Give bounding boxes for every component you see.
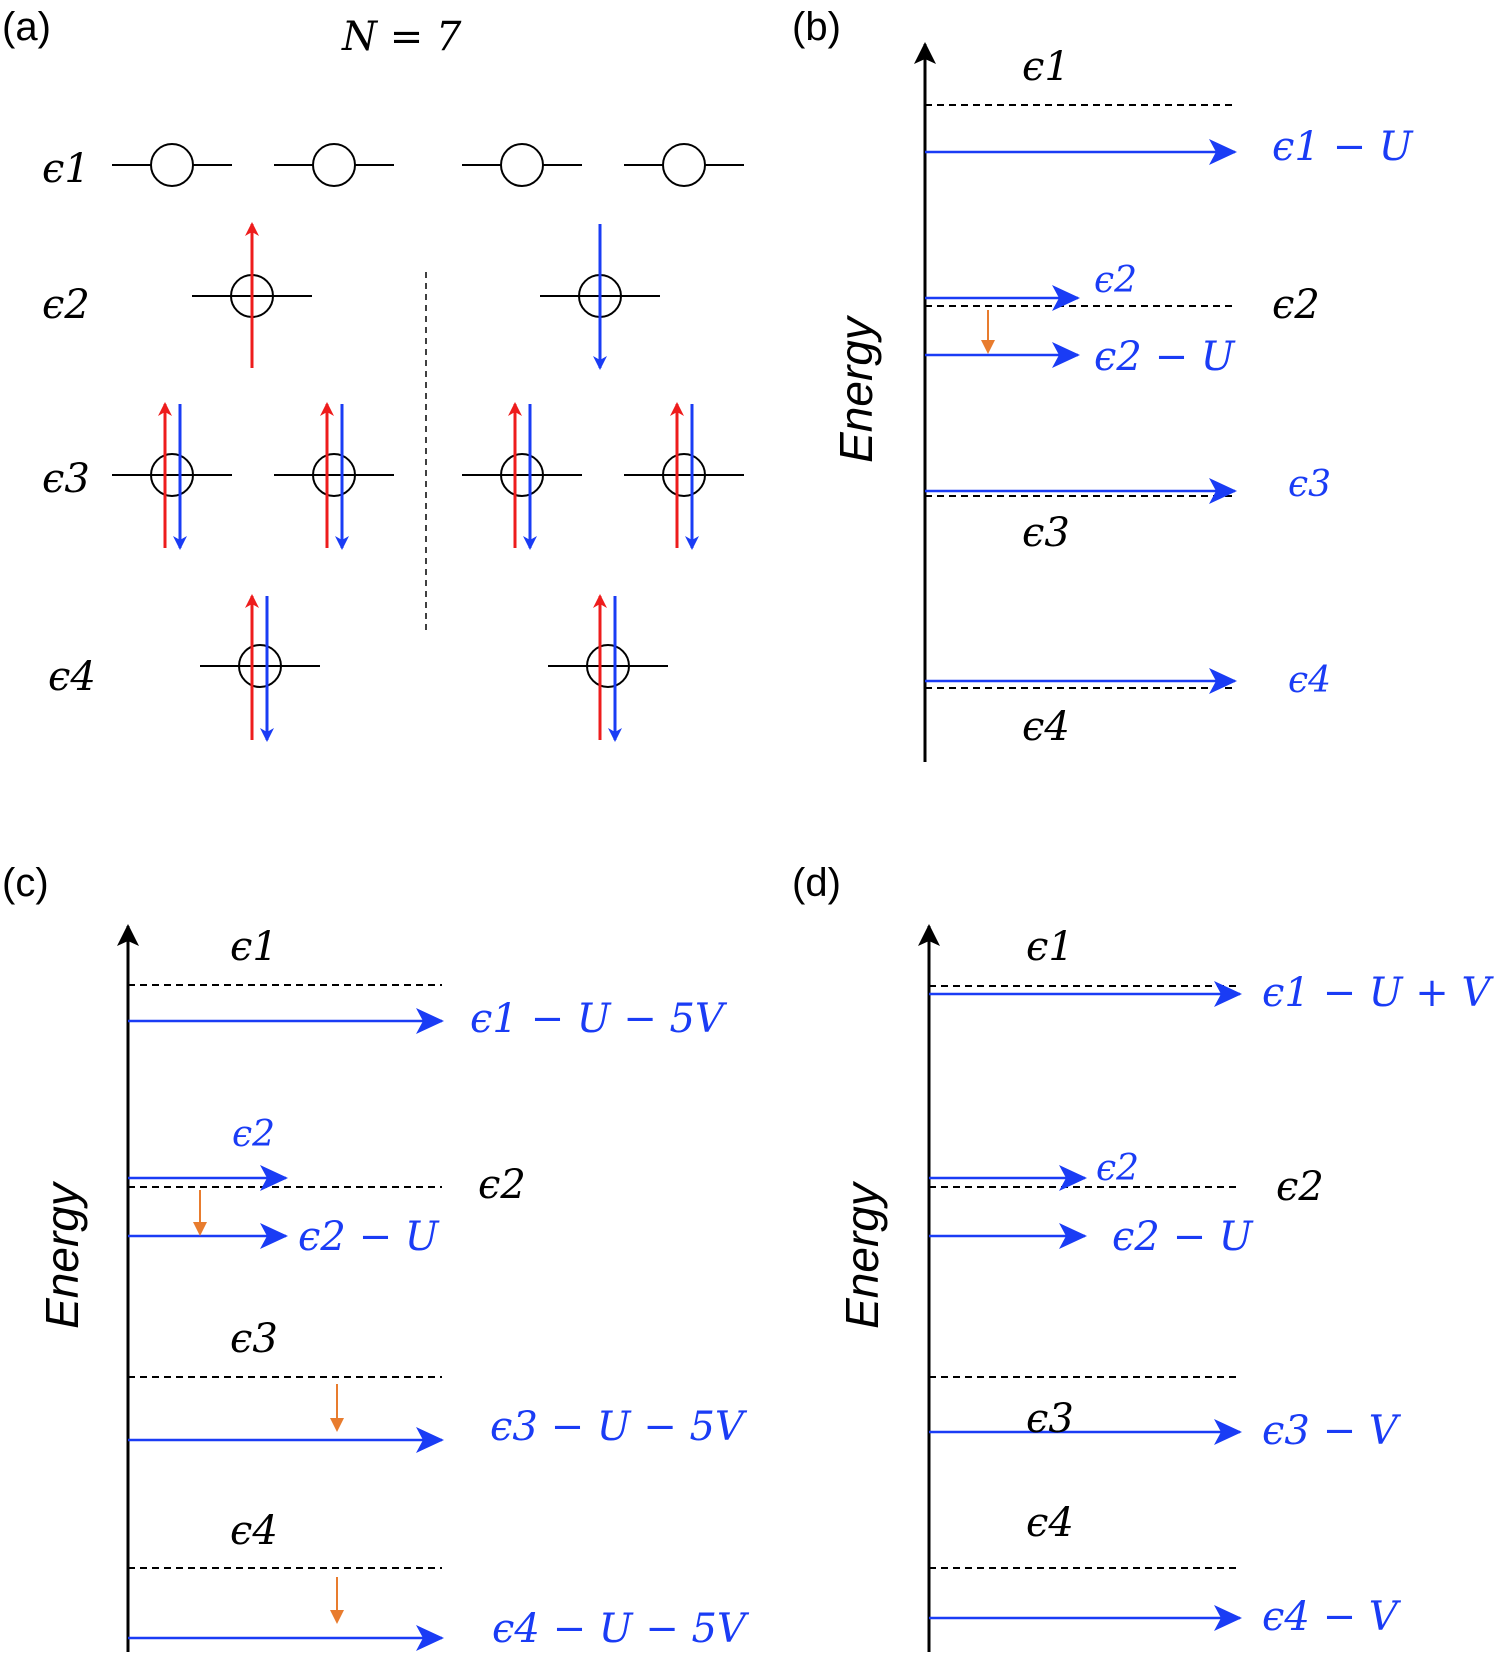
label-eps1: ϵ1 xyxy=(230,924,278,970)
label-eps1: ϵ1 xyxy=(1026,924,1074,970)
label-eps3-minus-v: ϵ3 − V xyxy=(1262,1408,1402,1454)
label-eps4-minus-v: ϵ4 − V xyxy=(1262,1594,1402,1640)
label-eps2: ϵ2 xyxy=(1276,1164,1324,1210)
panel-a-title: N = 7 xyxy=(341,14,462,60)
label-eps2-minus-u: ϵ2 − U xyxy=(1112,1214,1254,1260)
orbital-row-4 xyxy=(200,594,668,742)
panel-a: (a) N = 7 ϵ1 ϵ2 ϵ3 ϵ4 xyxy=(2,5,744,742)
axis-title: Energy xyxy=(830,314,882,463)
label-eps2-blue: ϵ2 xyxy=(232,1114,275,1155)
n-equals-7: N = 7 xyxy=(341,14,462,60)
label-eps1: ϵ1 xyxy=(1022,44,1070,90)
panel-b: (b) Energy ϵ1 ϵ2 ϵ3 ϵ4 ϵ1 − U ϵ2 ϵ2 − U … xyxy=(792,5,1414,762)
label-eps2: ϵ2 xyxy=(1272,282,1320,328)
label-eps2-minus-u: ϵ2 − U xyxy=(298,1214,440,1260)
label-eps2-minus-u: ϵ2 − U xyxy=(1094,334,1236,380)
label-eps3-blue: ϵ3 xyxy=(1288,464,1331,505)
panel-a-level-4: ϵ4 xyxy=(48,654,96,700)
label-eps1-u-5v: ϵ1 − U − 5V xyxy=(470,996,728,1042)
panel-c: (c) Energy ϵ1 ϵ2 ϵ3 ϵ4 ϵ1 − U − 5V ϵ2 ϵ2… xyxy=(2,861,750,1652)
orbital-row-1 xyxy=(112,143,744,187)
shift-arrows xyxy=(193,1190,344,1624)
shifted-levels xyxy=(929,981,1242,1631)
dashed-levels xyxy=(128,984,442,1569)
orbital-row-3 xyxy=(112,402,744,550)
shifted-levels xyxy=(925,139,1237,694)
label-eps4-u-5v: ϵ4 − U − 5V xyxy=(492,1606,750,1652)
axis-title: Energy xyxy=(836,1180,888,1329)
panel-d-label: (d) xyxy=(792,861,841,905)
label-eps3: ϵ3 xyxy=(1022,510,1070,556)
orbital-row-2 xyxy=(192,222,660,370)
panel-a-level-2: ϵ2 xyxy=(42,282,90,328)
panel-a-label: (a) xyxy=(2,5,51,49)
label-eps4: ϵ4 xyxy=(230,1508,278,1554)
axis-title: Energy xyxy=(36,1180,88,1329)
label-eps3: ϵ3 xyxy=(1026,1396,1074,1442)
shifted-levels xyxy=(128,1008,444,1651)
label-eps1-u-plus-v: ϵ1 − U + V xyxy=(1262,970,1494,1016)
label-eps3-u-5v: ϵ3 − U − 5V xyxy=(490,1404,748,1450)
label-eps2-blue: ϵ2 xyxy=(1096,1148,1139,1189)
label-eps3: ϵ3 xyxy=(230,1316,278,1362)
label-eps2: ϵ2 xyxy=(478,1162,526,1208)
panel-a-level-3: ϵ3 xyxy=(42,456,90,502)
label-eps2-blue: ϵ2 xyxy=(1094,260,1137,301)
panel-a-level-1: ϵ1 xyxy=(42,146,90,192)
panel-d: (d) Energy ϵ1 ϵ2 ϵ3 ϵ4 ϵ1 − U + V ϵ2 ϵ2 … xyxy=(792,861,1494,1652)
label-eps4: ϵ4 xyxy=(1026,1500,1074,1546)
label-eps4: ϵ4 xyxy=(1022,704,1070,750)
label-eps1-minus-u: ϵ1 − U xyxy=(1272,124,1414,170)
label-eps4-blue: ϵ4 xyxy=(1288,660,1331,701)
dashed-levels xyxy=(925,104,1235,689)
dashed-levels xyxy=(929,985,1240,1569)
panel-c-label: (c) xyxy=(2,861,49,905)
panel-b-label: (b) xyxy=(792,5,841,49)
